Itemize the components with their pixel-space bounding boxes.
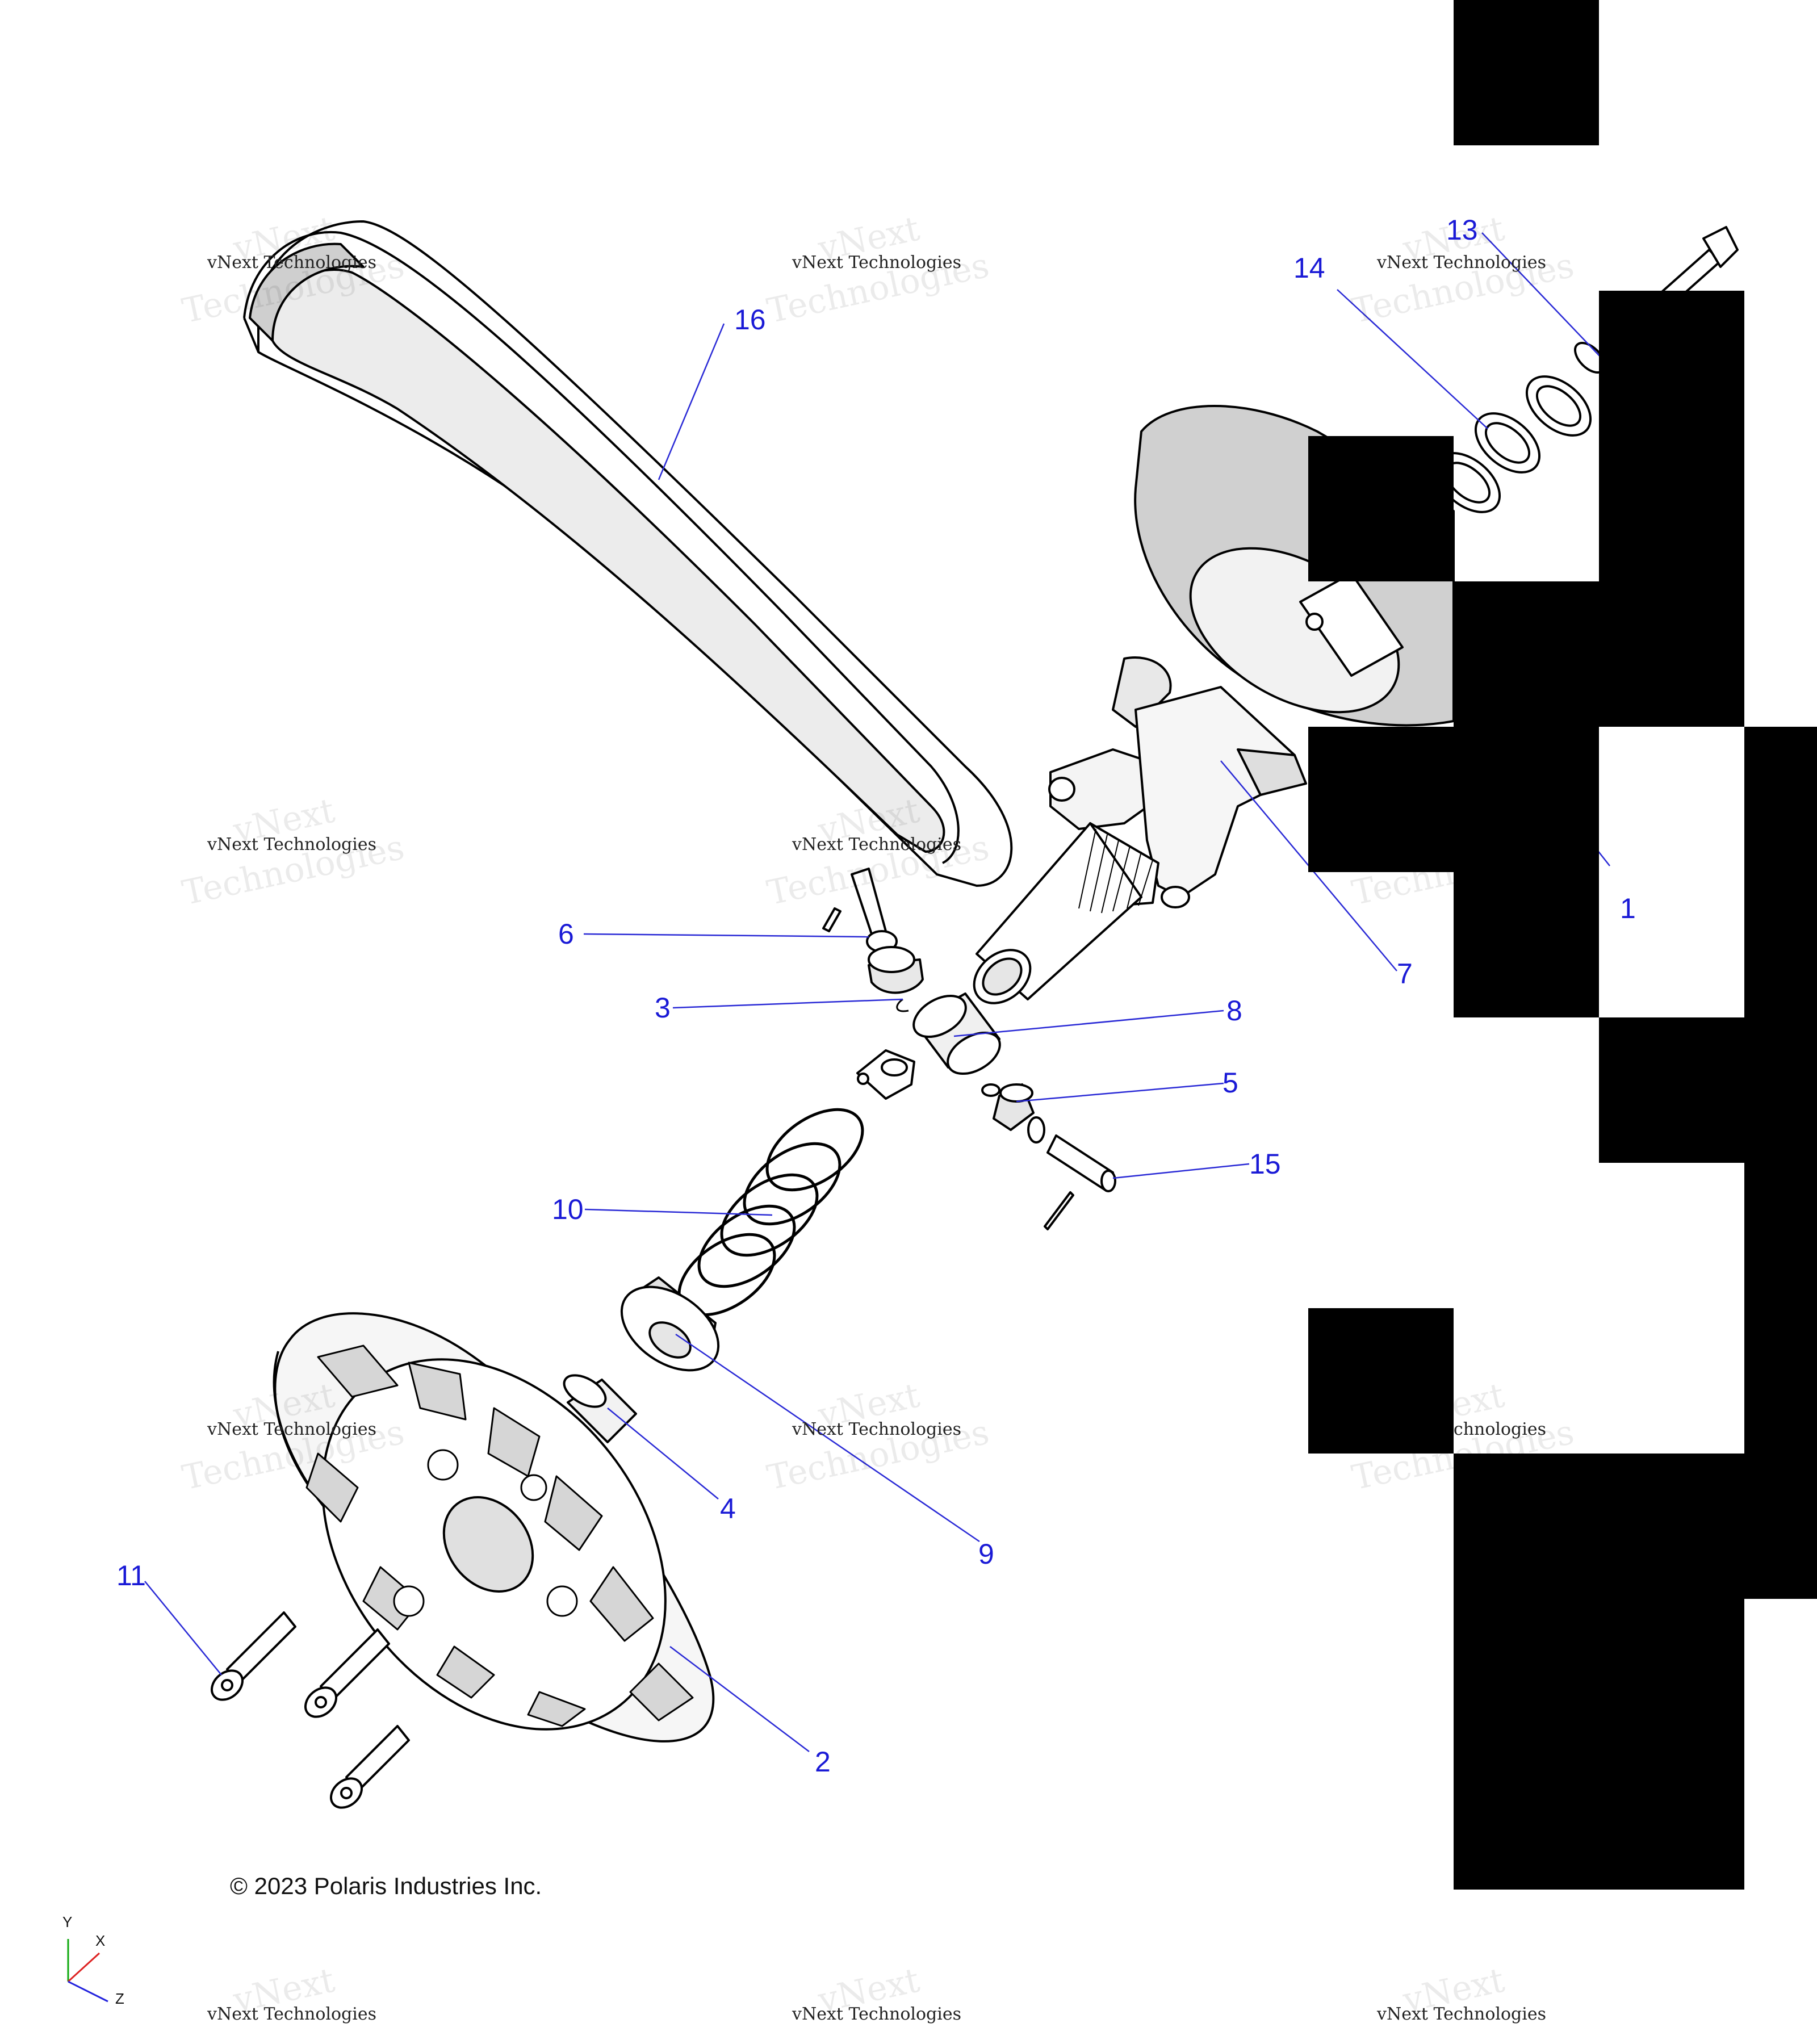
redaction-block bbox=[1308, 1308, 1454, 1454]
axis-z-label: Z bbox=[115, 1990, 124, 2007]
redaction-block bbox=[1454, 872, 1599, 1017]
redaction-block bbox=[1599, 1017, 1817, 1163]
redaction-block bbox=[1599, 436, 1744, 581]
callout-4: 4 bbox=[720, 1493, 736, 1524]
drive-belt bbox=[243, 220, 1013, 887]
pin-6-roller bbox=[822, 868, 924, 1012]
callout-11: 11 bbox=[116, 1560, 146, 1591]
callout-13: 13 bbox=[1446, 214, 1478, 246]
spring-cup-9 bbox=[620, 1276, 720, 1372]
watermark-text: vNext Technologies bbox=[792, 1419, 962, 1439]
cam-assembly bbox=[973, 656, 1307, 1004]
bushing-8 bbox=[912, 992, 1001, 1075]
axis-x-label: X bbox=[95, 1932, 106, 1949]
roller-5 bbox=[981, 1083, 1045, 1144]
callout-6: 6 bbox=[558, 918, 574, 950]
callout-9: 9 bbox=[978, 1538, 994, 1570]
callout-10: 10 bbox=[552, 1193, 584, 1225]
bushing-4 bbox=[563, 1374, 637, 1443]
watermark-text: vNext Technologies bbox=[1377, 253, 1547, 273]
watermark-text: vNext Technologies bbox=[1377, 2004, 1547, 2024]
redaction-block bbox=[1454, 581, 1744, 727]
redaction-block bbox=[1744, 727, 1817, 1017]
washers-14 bbox=[1434, 375, 1592, 513]
redaction-block bbox=[1308, 727, 1599, 872]
cam-nut bbox=[856, 1049, 915, 1100]
callout-14: 14 bbox=[1293, 252, 1325, 284]
watermark-text: vNext Technologies bbox=[207, 1419, 377, 1439]
callout-1: 1 bbox=[1620, 893, 1636, 924]
axis-y-label: Y bbox=[62, 1913, 73, 1930]
callout-7: 7 bbox=[1397, 958, 1413, 990]
callout-5: 5 bbox=[1223, 1067, 1238, 1099]
redaction-block bbox=[1599, 291, 1744, 436]
watermark-text: vNext Technologies bbox=[207, 253, 377, 273]
redaction-block bbox=[1454, 1454, 1744, 1890]
watermark-text: vNext Technologies bbox=[207, 835, 377, 855]
spring-10 bbox=[677, 1108, 864, 1317]
callout-16: 16 bbox=[734, 304, 766, 336]
bolts-11 bbox=[211, 1611, 410, 1809]
movable-sheave-2 bbox=[273, 1312, 715, 1743]
watermark-text: vNext Technologies bbox=[792, 2004, 962, 2024]
redaction-block bbox=[1454, 0, 1599, 145]
copyright-notice: © 2023 Polaris Industries Inc. bbox=[230, 1873, 542, 1899]
redaction-block bbox=[1308, 436, 1454, 581]
callout-8: 8 bbox=[1226, 995, 1242, 1027]
axis-triad bbox=[67, 1939, 108, 2003]
watermark-text: vNext Technologies bbox=[207, 2004, 377, 2024]
redaction-block bbox=[1744, 1163, 1817, 1599]
pin-15 bbox=[1044, 1134, 1116, 1230]
watermark-text: vNext Technologies bbox=[792, 253, 962, 273]
callout-3: 3 bbox=[655, 992, 671, 1024]
watermark-text: vNext Technologies bbox=[792, 835, 962, 855]
callout-2: 2 bbox=[815, 1746, 831, 1778]
callout-15: 15 bbox=[1249, 1148, 1281, 1180]
